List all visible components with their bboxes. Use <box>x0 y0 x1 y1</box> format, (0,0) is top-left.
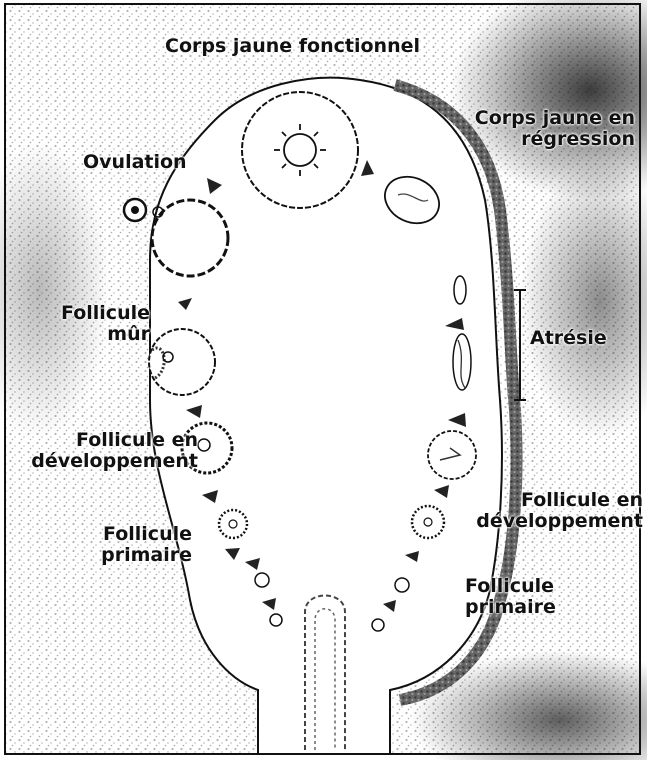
label-line: Follicule <box>465 576 556 597</box>
label-ovulation: Ovulation <box>83 152 187 173</box>
label-line: primaire <box>465 597 556 618</box>
label-line: développement <box>445 511 643 532</box>
label-follicule-primaire-gauche: Follicule primaire <box>40 524 192 566</box>
label-line: développement <box>10 451 198 472</box>
label-line: Follicule <box>40 524 192 545</box>
follicule-small-l2 <box>270 614 282 626</box>
label-follicule-developpement-gauche: Follicule en développement <box>10 430 198 472</box>
label-atresie: Atrésie <box>530 328 607 349</box>
follicule-developpement-droite-2 <box>412 506 444 538</box>
follicule-primaire-droite-2 <box>372 619 384 631</box>
label-line: Follicule en <box>445 490 643 511</box>
label-follicule-primaire-droite: Follicule primaire <box>465 576 556 618</box>
follicule-atresique-1 <box>454 276 466 304</box>
hilum <box>258 690 390 753</box>
follicule-small-l1 <box>255 573 269 587</box>
label-corps-jaune-regression: Corps jaune en régression <box>430 108 635 150</box>
label-line: régression <box>430 129 635 150</box>
label-corps-jaune-fonctionnel: Corps jaune fonctionnel <box>140 36 445 57</box>
follicule-mur <box>149 329 215 395</box>
label-follicule-mur: Follicule mûr <box>20 303 150 345</box>
label-line: Follicule en <box>10 430 198 451</box>
label-follicule-developpement-droite: Follicule en développement <box>445 490 643 532</box>
label-line: primaire <box>40 545 192 566</box>
label-line: Corps jaune en <box>430 108 635 129</box>
label-line: Follicule <box>20 303 150 324</box>
follicule-developpement-droite <box>428 431 476 479</box>
corps-jaune-fonctionnel <box>242 92 358 208</box>
follicule-primaire-gauche <box>219 510 247 538</box>
follicule-primaire-droite <box>395 578 409 592</box>
label-line: mûr <box>20 324 150 345</box>
